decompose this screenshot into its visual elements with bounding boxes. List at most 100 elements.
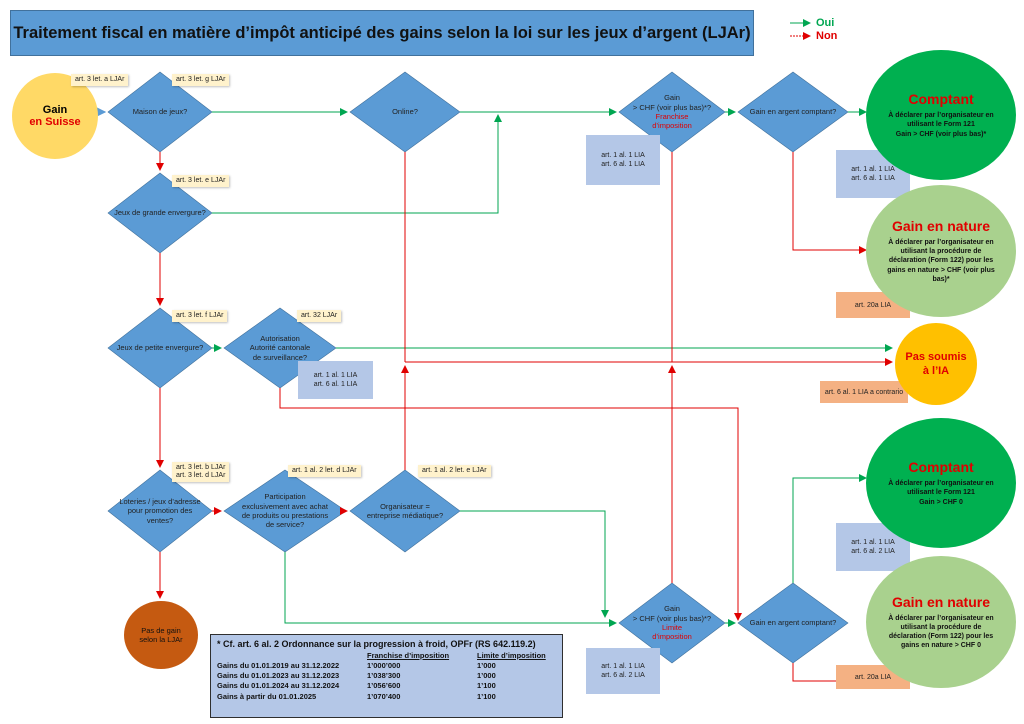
ref-art32: art. 32 LJAr — [297, 310, 342, 323]
gain-bot-line1: Gain — [664, 604, 680, 614]
ref-lia-61: art. 6 al. 1 LIA — [851, 175, 895, 182]
ref-art3e: art. 3 let. e LJAr — [172, 175, 230, 188]
start-line2: en Suisse — [29, 116, 81, 128]
footnote-title: * Cf. art. 6 al. 2 Ordonnance sur la pro… — [217, 639, 536, 649]
row-limite: 1’000 — [477, 671, 496, 681]
diamond-organisateur — [349, 469, 461, 553]
row-franchise: 1’000’000 — [367, 661, 401, 671]
nature-top-text4: gains en nature > CHF (voir plus — [887, 266, 995, 274]
text-comptant-bot: Gain en argent comptant? — [749, 618, 837, 628]
nature-top-text1: À déclarer par l’organisateur en — [888, 239, 994, 247]
row-limite: 1’100 — [477, 681, 496, 691]
ref-lia-11: art. 1 al. 1 LIA — [601, 662, 645, 670]
nature-top-title: Gain en nature — [891, 218, 991, 235]
table-row: Gains du 01.01.2019 au 31.12.2022 1’000’… — [217, 661, 556, 671]
ref-lia-11: art. 1 al. 1 LIA — [601, 151, 645, 159]
footnote-header-blank — [217, 651, 367, 661]
comptant-top-title: Comptant — [908, 91, 974, 108]
ref-lia-62: art. 6 al. 2 LIA — [601, 672, 645, 679]
ref-art3b: art. 3 let. b LJAr — [176, 464, 226, 471]
text-autorisation: Autorisation Autorité cantonale de surve… — [236, 333, 324, 363]
nature-bot-text4: gains en nature > CHF 0 — [901, 642, 981, 650]
ref-lia-11: art. 1 al. 1 LIA — [851, 538, 895, 546]
autor-line2: Autorité cantonale — [249, 343, 311, 353]
gain-bot-line2: > CHF (voir plus bas)*? — [632, 613, 712, 623]
ref-lia-61: art. 6 al. 1 LIA — [601, 161, 645, 168]
row-label: Gains du 01.01.2019 au 31.12.2022 — [217, 661, 340, 671]
text-comptant-top: Gain en argent comptant? — [749, 107, 837, 117]
text-petite: Jeux de petite envergure? — [116, 343, 204, 353]
row-limite: 1’100 — [477, 691, 496, 701]
legend-yes: Oui — [816, 17, 835, 29]
footnote-header: Franchise d’imposition Limite d’impositi… — [217, 651, 556, 661]
text-maison: Maison de jeux? — [132, 107, 188, 117]
ref-lia-gain-top: art. 1 al. 1 LIA art. 6 al. 1 LIA — [586, 135, 660, 185]
text-loteries: Loteries / jeux d’adresse pour promotion… — [119, 496, 201, 525]
nature-bot-text1: À déclarer par l’organisateur en — [888, 614, 994, 622]
ref-art3d: art. 3 let. d LJAr — [176, 472, 226, 480]
comptant-bot-text2: utilisant le Form 121 — [907, 489, 975, 497]
outcome-nature-top: Gain en nature À déclarer par l’organisa… — [866, 185, 1016, 317]
ref-lia-autorisation: art. 1 al. 1 LIA art. 6 al. 1 LIA — [298, 361, 373, 399]
diamond-gain-bot — [618, 582, 726, 664]
ref-lia-61: art. 6 al. 1 LIA — [313, 381, 358, 388]
gain-top-line3: Franchise — [655, 112, 689, 121]
ref-art12e: art. 1 al. 2 let. e LJAr — [418, 465, 491, 478]
text-organisateur: Organisateur = entreprise médiatique? — [366, 501, 444, 520]
nature-top-text5: bas)* — [932, 275, 950, 283]
legend-no: Non — [816, 30, 838, 42]
table-row: Gains du 01.01.2024 au 31.12.2024 1’056’… — [217, 681, 556, 691]
nature-top-text3: déclaration (Form 122) pour les — [888, 257, 994, 265]
outcome-comptant-top: Comptant À déclarer par l’organisateur e… — [866, 50, 1016, 180]
comptant-top-text2: utilisant le Form 121 — [907, 121, 975, 129]
start-node: Gain en Suisse — [12, 73, 98, 159]
ref-art3b-art3d: art. 3 let. b LJAr art. 3 let. d LJAr — [172, 462, 230, 483]
text-gain-bot: Gain > CHF (voir plus bas)*? Limite d’im… — [622, 603, 722, 643]
footnote-col-limite: Limite d’imposition — [477, 651, 546, 660]
ref-art61-contrario: art. 6 al. 1 LIA a contrario — [820, 381, 908, 403]
outcome-comptant-bot: Comptant À déclarer par l’organisateur e… — [866, 418, 1016, 548]
row-limite: 1’000 — [477, 661, 496, 671]
autor-line1: Autorisation — [260, 333, 300, 343]
text-participation: Participation exclusivement avec achat d… — [241, 492, 329, 530]
table-row: Gains à partir du 01.01.2025 1’070’400 1… — [217, 692, 556, 702]
ref-lia-11: art. 1 al. 1 LIA — [851, 165, 895, 173]
footnote-table: * Cf. art. 6 al. 2 Ordonnance sur la pro… — [210, 634, 563, 718]
text-grande: Jeux de grande envergure? — [114, 208, 206, 218]
row-franchise: 1’070’400 — [367, 691, 401, 701]
ref-lia-gain-bot: art. 1 al. 1 LIA art. 6 al. 2 LIA — [586, 648, 660, 694]
nature-bot-text3: déclaration (Form 122) pour les — [888, 633, 994, 640]
page-title: Traitement fiscal en matière d’impôt ant… — [10, 10, 754, 56]
gain-bot-line4: d’imposition — [652, 632, 692, 642]
nature-bot-title: Gain en nature — [891, 593, 991, 610]
comptant-bot-text3: Gain > CHF 0 — [919, 498, 963, 506]
row-label: Gains du 01.01.2024 au 31.12.2024 — [217, 681, 340, 691]
gain-top-line2: > CHF (voir plus bas)*? — [632, 102, 712, 112]
row-label: Gains à partir du 01.01.2025 — [217, 691, 317, 701]
pas-gain-line1: Pas de gain — [141, 626, 181, 635]
comptant-bot-text1: À déclarer par l’organisateur en — [888, 480, 994, 488]
ref-art3g: art. 3 let. g LJAr — [172, 74, 230, 87]
pas-soumis-text: Pas soumis à l’IA — [905, 350, 967, 377]
nature-top-text2: utilisant la procédure de — [900, 248, 982, 256]
text-online: Online? — [392, 107, 418, 117]
text-gain-top: Gain > CHF (voir plus bas)*? Franchise d… — [622, 92, 722, 132]
start-line1: Gain — [42, 104, 68, 116]
ref-art12d: art. 1 al. 2 let. d LJAr — [288, 465, 361, 478]
outcome-pas-soumis: Pas soumis à l’IA — [895, 323, 977, 405]
outcome-nature-bot: Gain en nature À déclarer par l’organisa… — [866, 556, 1016, 688]
row-franchise: 1’038’300 — [367, 671, 401, 681]
gain-top-line4: d’imposition — [652, 121, 692, 131]
pas-gain-line2: selon la LJAr — [139, 635, 183, 644]
ref-lia-62: art. 6 al. 2 LIA — [851, 548, 895, 555]
comptant-top-text1: À déclarer par l’organisateur en — [888, 112, 994, 120]
comptant-top-text3: Gain > CHF (voir plus bas)* — [895, 130, 987, 138]
footnote-col-franchise: Franchise d’imposition — [367, 651, 450, 660]
comptant-bot-title: Comptant — [908, 459, 974, 476]
table-row: Gains du 01.01.2023 au 31.12.2023 1’038’… — [217, 671, 556, 681]
row-label: Gains du 01.01.2023 au 31.12.2023 — [217, 671, 340, 681]
ref-art3a: art. 3 let. a LJAr — [71, 74, 129, 87]
outcome-pas-de-gain: Pas de gain selon la LJAr — [124, 601, 198, 669]
gain-top-line1: Gain — [664, 93, 680, 103]
